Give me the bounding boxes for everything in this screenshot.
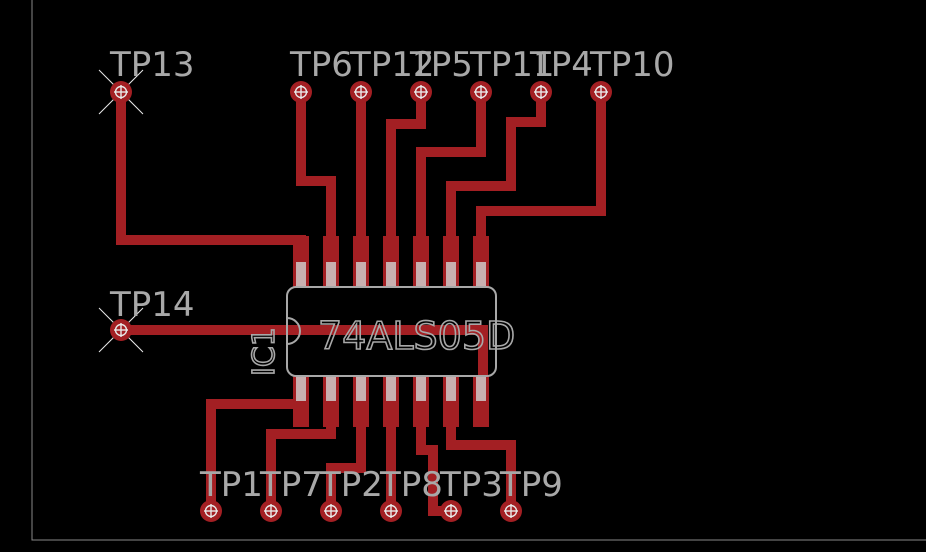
tp-label: TP14 xyxy=(109,285,195,325)
trace-tp3 xyxy=(416,380,456,516)
trace-tp5 xyxy=(386,87,426,263)
ic-pad-bottom-silk-3 xyxy=(356,376,366,401)
tp-label: TP7 xyxy=(259,465,323,505)
tp-label: TP11 xyxy=(469,45,555,85)
tp-label: TP10 xyxy=(589,45,675,85)
ic-pad-top-silk-3 xyxy=(356,262,366,287)
trace-tp13 xyxy=(116,87,306,263)
tp-label: TP1 xyxy=(199,465,263,505)
tp-label: TP3 xyxy=(439,465,503,505)
board-outline xyxy=(31,0,926,541)
tp-label: TP12 xyxy=(349,45,435,85)
ic-body: 74ALS05D IC1 xyxy=(246,286,516,377)
ic-package-outline xyxy=(286,286,497,377)
ic-pad-top-silk-1 xyxy=(296,262,306,287)
ic-part-label: 74ALS05D xyxy=(318,314,515,358)
test-point-tp10[interactable]: TP10 xyxy=(589,45,675,103)
test-point-tp11[interactable]: TP11 xyxy=(469,45,555,103)
ic-pad-top-silk-7 xyxy=(476,262,486,287)
tp-label: TP5 xyxy=(409,45,473,85)
test-point-tp8[interactable]: TP8 xyxy=(379,465,443,522)
test-points: TP13TP14TP6TP12TP5TP11TP4TP10TP1TP7TP2TP… xyxy=(98,45,675,522)
ic-pad-top-silk-2 xyxy=(326,262,336,287)
test-point-tp13[interactable]: TP13 xyxy=(98,45,195,115)
ic-name-label: IC1 xyxy=(247,327,282,376)
tp-label: TP2 xyxy=(319,465,383,505)
test-point-tp12[interactable]: TP12 xyxy=(349,45,435,103)
ic-pad-bottom-silk-2 xyxy=(326,376,336,401)
tp-label: TP8 xyxy=(379,465,443,505)
test-point-tp5[interactable]: TP5 xyxy=(409,45,473,103)
tp-label: TP6 xyxy=(289,45,353,85)
test-point-tp2[interactable]: TP2 xyxy=(319,465,383,522)
test-point-tp6[interactable]: TP6 xyxy=(289,45,353,103)
ic-pad-bottom-silk-4 xyxy=(386,376,396,401)
traces xyxy=(116,87,606,516)
trace-tp4 xyxy=(446,87,546,263)
test-point-tp9[interactable]: TP9 xyxy=(499,465,563,522)
trace-tp6 xyxy=(296,87,336,263)
ic-pad-top-silk-5 xyxy=(416,262,426,287)
ic-pad-bottom-silk-5 xyxy=(416,376,426,401)
tp-label: TP13 xyxy=(109,45,195,85)
trace-tp10 xyxy=(476,87,606,263)
ic-pin1-notch xyxy=(286,317,301,345)
test-point-tp1[interactable]: TP1 xyxy=(199,465,263,522)
test-point-tp14[interactable]: TP14 xyxy=(98,285,195,353)
ic-pad-bottom-silk-7 xyxy=(476,376,486,401)
test-point-tp4[interactable]: TP4 xyxy=(529,45,593,103)
trace-tp11 xyxy=(416,87,486,263)
ic-pad-top-silk-4 xyxy=(386,262,396,287)
ic-pad-bottom-silk-1 xyxy=(296,376,306,401)
ic-pad-bottom-silk-6 xyxy=(446,376,456,401)
ic-pads xyxy=(293,236,489,427)
ic-pad-top-silk-6 xyxy=(446,262,456,287)
test-point-tp7[interactable]: TP7 xyxy=(259,465,323,522)
test-point-tp3[interactable]: TP3 xyxy=(439,465,503,522)
tp-label: TP9 xyxy=(499,465,563,505)
tp-label: TP4 xyxy=(529,45,593,85)
